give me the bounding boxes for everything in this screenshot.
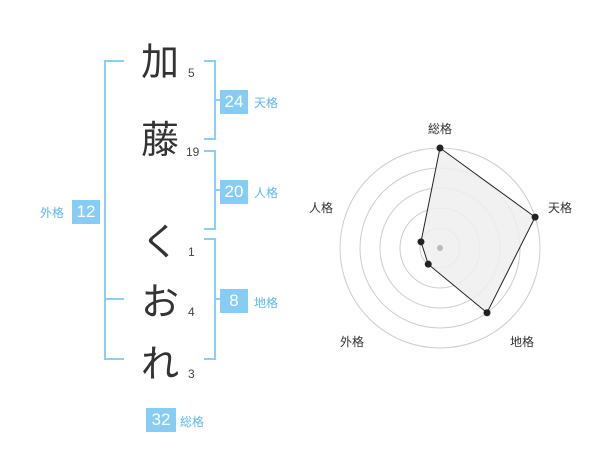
- name-char-2: 藤: [140, 118, 179, 162]
- chikaku-value-badge: 8: [220, 289, 248, 313]
- name-char-5: れ: [140, 342, 179, 386]
- chikaku-connector: [214, 298, 220, 300]
- tenkaku-value-badge: 24: [220, 90, 248, 114]
- soukaku-value-badge: 32: [146, 408, 176, 432]
- name-char-3: く: [140, 220, 179, 264]
- radar-point-2: [531, 213, 539, 221]
- gaikaku-label: 外格: [40, 206, 65, 220]
- radar-label-soukaku: 総格: [428, 122, 453, 136]
- stroke-count-4: 4: [188, 305, 195, 319]
- radar-point-3: [483, 309, 491, 317]
- tenkaku-label: 天格: [254, 96, 279, 110]
- stroke-count-5: 3: [188, 367, 195, 381]
- jinkaku-label: 人格: [254, 186, 279, 200]
- radar-point-5: [417, 238, 425, 246]
- radar-center-point: [437, 245, 443, 251]
- jinkaku-value-badge: 20: [220, 180, 248, 204]
- stroke-count-2: 19: [186, 145, 200, 159]
- chikaku-label: 地格: [254, 296, 279, 310]
- gaikaku-mid-tick: [104, 298, 124, 300]
- jinkaku-connector: [214, 189, 220, 191]
- radar-point-4: [424, 260, 432, 268]
- radar-label-jinkaku: 人格: [309, 201, 334, 215]
- name-char-1: 加: [140, 40, 179, 84]
- radar-label-gaikaku: 外格: [340, 335, 365, 349]
- gaikaku-bracket: [104, 60, 124, 360]
- gaikaku-value-badge: 12: [72, 200, 100, 224]
- radar-label-chikaku: 地格: [510, 335, 535, 349]
- stroke-count-1: 5: [188, 66, 195, 80]
- radar-point-1: [436, 144, 444, 152]
- radar-label-tenkaku: 天格: [548, 201, 573, 215]
- name-char-4: お: [140, 280, 179, 324]
- radar-polygon: [420, 147, 536, 314]
- soukaku-label: 総格: [180, 415, 205, 429]
- tenkaku-connector: [214, 99, 220, 101]
- stroke-count-3: 1: [188, 245, 195, 259]
